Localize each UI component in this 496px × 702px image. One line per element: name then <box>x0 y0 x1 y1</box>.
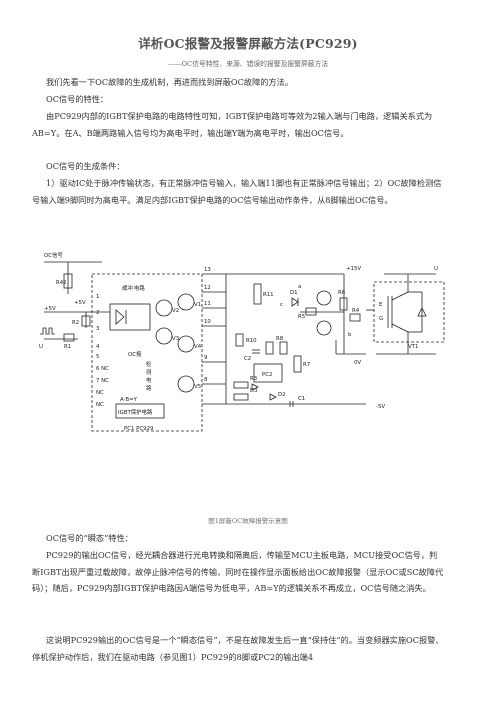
label-detect-2: 测 <box>146 368 151 376</box>
label-pin1: 1 <box>96 294 99 300</box>
label-0v: 0V <box>354 360 361 366</box>
paragraph-conclusion: 这说明PC929输出的OC信号是一个“瞬态信号”，不是在故障发生后一直“保持住”… <box>32 635 444 662</box>
label-ic-name: PC1 PC929 <box>124 426 154 432</box>
label-node-c: c <box>280 302 283 308</box>
label-pin2: 2 <box>96 310 99 316</box>
label-buffer: 缓冲 <box>122 284 133 292</box>
label-pin9: 9 <box>204 355 208 361</box>
label-r6: R6 <box>338 290 346 296</box>
label-pin13: 13 <box>204 267 211 273</box>
label-r11: R11 <box>263 292 274 298</box>
paragraph-oc-property-heading: OC信号的特性： <box>46 94 109 104</box>
figure-caption: 图1屏蔽OC故障报警示意图 <box>208 517 288 525</box>
label-logic: A·B=Y <box>120 397 138 403</box>
label-d3: D3 <box>250 388 258 394</box>
document-title: 详析OC报警及报警屏蔽方法(PC929) <box>138 36 358 51</box>
label-output-u: U <box>434 266 438 272</box>
label-pin8: 8 <box>204 377 208 383</box>
label-emitter: E <box>379 302 383 308</box>
label-c2: C2 <box>244 356 251 362</box>
paragraph-transient-heading: OC信号的“瞬态”特性： <box>46 533 133 543</box>
label-v2: V2 <box>172 308 179 314</box>
label-r2: R2 <box>72 320 79 326</box>
paragraph-intro: 我们先看一下OC故障的生成机制，再进而找到屏蔽OC故障的方法。 <box>46 77 294 87</box>
label-node-b: b <box>348 332 352 338</box>
label-pin11: 11 <box>204 301 211 307</box>
label-pin10: 10 <box>204 319 211 325</box>
label-r5: R5 <box>298 314 305 320</box>
label-r9: R3 <box>250 376 257 382</box>
label-gate: G <box>379 316 383 322</box>
label-oc-signal: OC信号 <box>44 251 63 259</box>
paragraph-oc-property: 由PC929内部的IGBT保护电路的电路特性可知，IGBT保护电路可等效为2输入… <box>32 111 433 138</box>
document-subtitle: ——OC信号特性、来源、错误的报警及报警屏蔽方法 <box>167 60 329 68</box>
label-v1: V1 <box>194 302 201 308</box>
label-r7: R7 <box>303 362 310 368</box>
label-nc2: NC <box>96 402 104 408</box>
label-d2: D2 <box>278 392 286 398</box>
paragraph-transient: PC929的输出OC信号，经光耦合器进行光电转换和隔离后，传输至MCU主板电路，… <box>32 550 444 593</box>
paragraph-oc-condition-heading: OC信号的生成条件： <box>46 161 125 171</box>
label-d1: D1 <box>290 290 298 296</box>
label-pc2: PC2 <box>262 372 272 378</box>
circuit-schematic: OC信号 R42 +5V +5V R2 R1 U 缓冲 电路 1 2 3 4 5… <box>39 251 445 432</box>
label-pin3: 3 <box>96 326 99 332</box>
label-r42: R42 <box>56 280 67 286</box>
label-plus5v-input: +5V <box>44 306 56 312</box>
label-nc1: NC <box>96 390 104 396</box>
paragraph-oc-condition: 1）驱动IC处于脉冲传输状态，有正常脉冲信号输入，输入端11脚也有正常脉冲信号输… <box>32 178 442 205</box>
label-pin4: 4 <box>96 344 100 350</box>
label-detect-3: 电 <box>146 376 152 384</box>
label-r4: R4 <box>352 308 360 314</box>
label-pin7: 7 NC <box>96 378 109 384</box>
label-vt1: VT1 <box>408 344 418 350</box>
label-buffer-circuit: 电路 <box>134 284 145 292</box>
label-u-input: U <box>39 344 43 350</box>
label-detect-1: 检 <box>146 360 152 368</box>
label-v4: V4 <box>194 344 202 350</box>
label-pin6: 6 NC <box>96 366 109 372</box>
label-v5: V5 <box>194 384 201 390</box>
label-r1: R1 <box>64 344 71 350</box>
label-detect-4: 路 <box>146 384 152 392</box>
label-pin12: 12 <box>204 285 211 291</box>
label-igbt-protect: IGBT保护电路 <box>118 408 153 416</box>
label-node-a: a <box>298 284 301 290</box>
label-r8: R8 <box>276 336 284 342</box>
label-c1: C1 <box>298 396 305 402</box>
label-minus5v: -5V <box>376 404 385 410</box>
label-v3: V3 <box>172 336 179 342</box>
label-plus15v: +15V <box>346 266 361 272</box>
label-plus5v-top: +5V <box>74 300 86 306</box>
label-oc-report: OC报 <box>128 350 142 358</box>
label-pin5: 5 <box>96 354 99 360</box>
label-r10: R10 <box>246 338 257 344</box>
